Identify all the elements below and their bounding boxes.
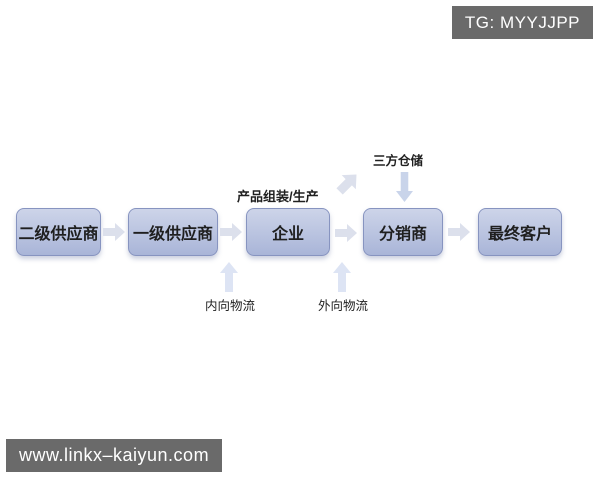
arrow-right-icon-3 — [335, 224, 357, 242]
flow-node-secondary-supplier: 二级供应商 — [16, 208, 101, 256]
website-watermark: www.linkx–kaiyun.com — [6, 439, 223, 472]
label-outbound-logistics: 外向物流 — [318, 299, 369, 313]
arrow-up-icon-inbound — [220, 262, 238, 292]
label-inbound-logistics: 内向物流 — [205, 299, 256, 313]
arrow-down-icon-warehouse — [396, 172, 413, 202]
arrow-right-icon-4 — [448, 223, 470, 241]
arrow-up-icon-outbound — [333, 262, 351, 292]
telegram-watermark: TG: MYYJJPP — [451, 6, 593, 39]
flow-node-distributor: 分销商 — [363, 208, 443, 256]
flow-node-enterprise: 企业 — [246, 208, 330, 256]
flow-node-primary-supplier: 一级供应商 — [128, 208, 218, 256]
arrow-right-icon-2 — [220, 223, 242, 241]
arrow-up-right-icon-warehouse — [332, 167, 363, 198]
label-third-party-warehouse: 三方仓储 — [373, 154, 424, 168]
arrow-right-icon-1 — [103, 223, 125, 241]
label-product-assembly: 产品组装/生产 — [237, 189, 319, 204]
flow-node-final-customer: 最终客户 — [478, 208, 562, 256]
